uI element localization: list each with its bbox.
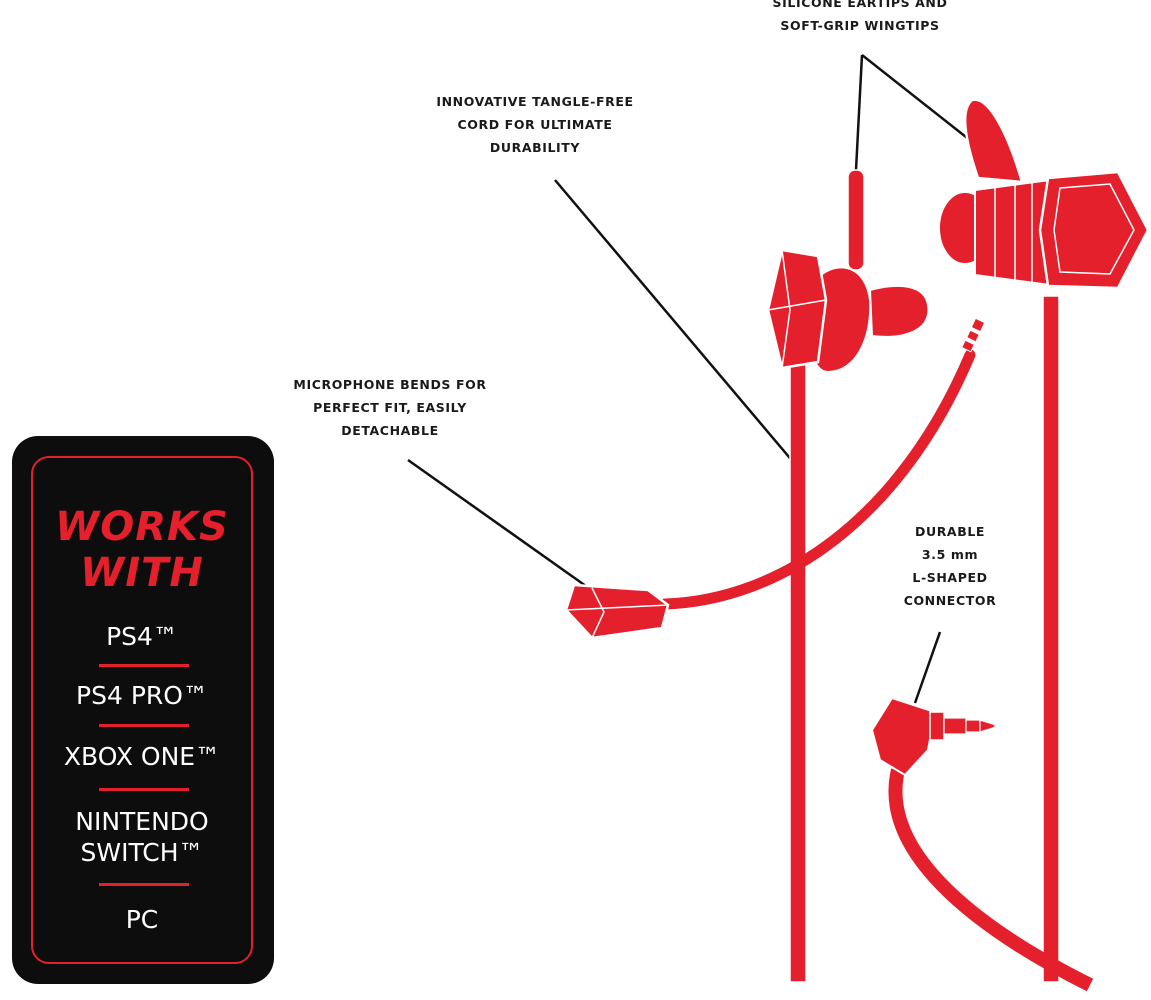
platform-nintendo-switch-line-1: NINTENDO <box>75 807 209 836</box>
audio-connector-body <box>870 696 937 777</box>
cord-left <box>789 351 807 983</box>
works-with-frame: WORKS WITH PS4™ PS4 PRO™ XBOX ONE™ NINTE… <box>31 456 253 964</box>
earbud-right-shell-face <box>1053 183 1135 275</box>
earbud-right-shell <box>1038 170 1150 290</box>
microphone-head <box>564 583 670 640</box>
works-with-card: WORKS WITH PS4™ PS4 PRO™ XBOX ONE™ NINTE… <box>12 436 274 984</box>
leader-eartips-left <box>854 54 864 171</box>
microphone-head-facet <box>591 587 605 639</box>
platform-nintendo-switch: NINTENDO SWITCH™ <box>33 806 251 868</box>
platform-divider <box>99 788 189 791</box>
earbud-left-wing <box>847 169 865 271</box>
callout-eartips-line-1: SILICONE EARTIPS AND <box>772 0 948 10</box>
platform-ps4: PS4™ <box>33 621 251 652</box>
leader-lines <box>407 54 986 704</box>
callout-microphone-line-1: MICROPHONE BENDS FOR <box>293 377 487 392</box>
platform-divider <box>99 883 189 886</box>
microphone <box>564 317 986 640</box>
earbud-left <box>766 169 930 374</box>
works-with-title: WORKS WITH <box>33 504 251 596</box>
callout-eartips: SILICONE EARTIPS AND SOFT-GRIP WINGTIPS <box>745 0 975 37</box>
audio-connector-pin-sleeve <box>943 717 967 735</box>
callout-cord: INNOVATIVE TANGLE-FREE CORD FOR ULTIMATE… <box>420 90 650 159</box>
cords <box>789 295 1094 992</box>
earbud-left-eartip <box>868 284 930 338</box>
audio-connector-pin <box>943 717 998 735</box>
works-with-title-line-1: WORKS <box>55 504 229 550</box>
callout-cord-line-3: DURABILITY <box>489 140 581 155</box>
microphone-plug-tip <box>970 317 986 333</box>
earbud-right <box>938 98 1150 290</box>
callout-connector-line-2: 3.5 mm <box>921 547 979 562</box>
callout-connector-line-1: DURABLE <box>914 524 986 539</box>
audio-connector-pin-ring <box>965 719 981 733</box>
platform-ps4-label: PS4™ <box>106 622 178 651</box>
microphone-plug <box>961 317 986 353</box>
microphone-boom <box>659 349 976 610</box>
earbud-left-shell-facet-line <box>767 299 827 311</box>
earbud-left-shell-facet <box>781 249 791 369</box>
audio-connector-collar <box>929 711 945 741</box>
audio-connector <box>870 696 998 777</box>
leader-microphone <box>407 458 601 598</box>
audio-connector-pin-tip <box>979 719 998 733</box>
platform-divider <box>99 724 189 727</box>
microphone-plug-ring-2 <box>966 329 980 343</box>
cord-connector <box>888 768 1094 992</box>
platform-xbox-one: XBOX ONE™ <box>33 741 251 772</box>
platform-xbox-one-label: XBOX ONE™ <box>63 742 221 771</box>
callout-eartips-line-2: SOFT-GRIP WINGTIPS <box>780 18 940 33</box>
works-with-title-line-2: WITH <box>80 550 204 596</box>
platform-pc-label: PC <box>125 905 159 934</box>
callout-microphone-line-3: DETACHABLE <box>341 423 439 438</box>
platform-nintendo-switch-line-2: SWITCH™ <box>80 838 204 867</box>
earbud-right-wing <box>963 98 1024 184</box>
platform-pc: PC <box>33 904 251 935</box>
cord-right <box>1042 295 1060 983</box>
platform-divider <box>99 664 189 667</box>
microphone-head-facet-line <box>565 604 669 611</box>
leader-cord <box>554 179 801 471</box>
callout-microphone-line-2: PERFECT FIT, EASILY <box>313 400 467 415</box>
leader-eartips-right <box>861 54 986 153</box>
platform-ps4-pro-label: PS4 PRO™ <box>76 681 208 710</box>
callout-connector-line-4: CONNECTOR <box>903 593 997 608</box>
leader-connector <box>913 631 942 704</box>
microphone-plug-ring-1 <box>961 339 975 353</box>
callout-connector-line-3: L-SHAPED <box>912 570 988 585</box>
platform-ps4-pro: PS4 PRO™ <box>33 680 251 711</box>
callout-cord-line-1: INNOVATIVE TANGLE-FREE <box>436 94 634 109</box>
callout-cord-line-2: CORD FOR ULTIMATE <box>457 117 613 132</box>
callout-microphone: MICROPHONE BENDS FOR PERFECT FIT, EASILY… <box>275 373 505 442</box>
callout-connector: DURABLE 3.5 mm L-SHAPED CONNECTOR <box>880 520 1020 612</box>
